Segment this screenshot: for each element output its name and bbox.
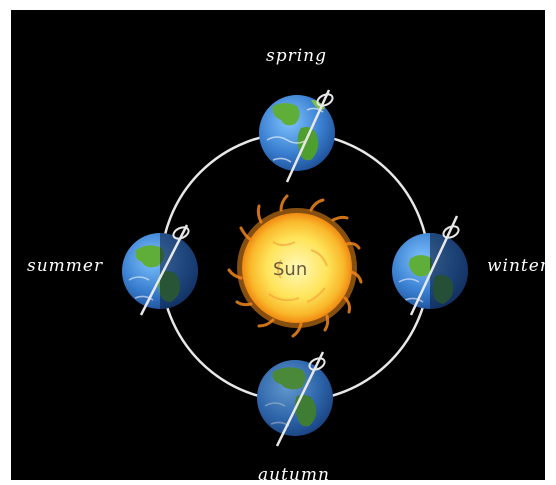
axis-icon: [275, 351, 326, 447]
axis-icon: [409, 215, 460, 316]
earth-icon: [122, 224, 198, 316]
axis-icon: [285, 89, 334, 183]
season-label-summer: summer: [27, 256, 104, 276]
earth-icon: [392, 215, 468, 316]
earth-icon: [257, 351, 333, 447]
seasons-diagram: Sun spring summer winter autumn: [11, 10, 545, 480]
sun-icon: [227, 194, 363, 338]
season-label-winter: winter: [487, 256, 545, 276]
diagram-canvas: [122, 89, 468, 447]
season-label-spring: spring: [266, 46, 328, 66]
earth-icon: [259, 89, 335, 183]
season-label-autumn: autumn: [258, 465, 330, 480]
sun-label: Sun: [273, 259, 308, 280]
axis-icon: [139, 224, 190, 316]
